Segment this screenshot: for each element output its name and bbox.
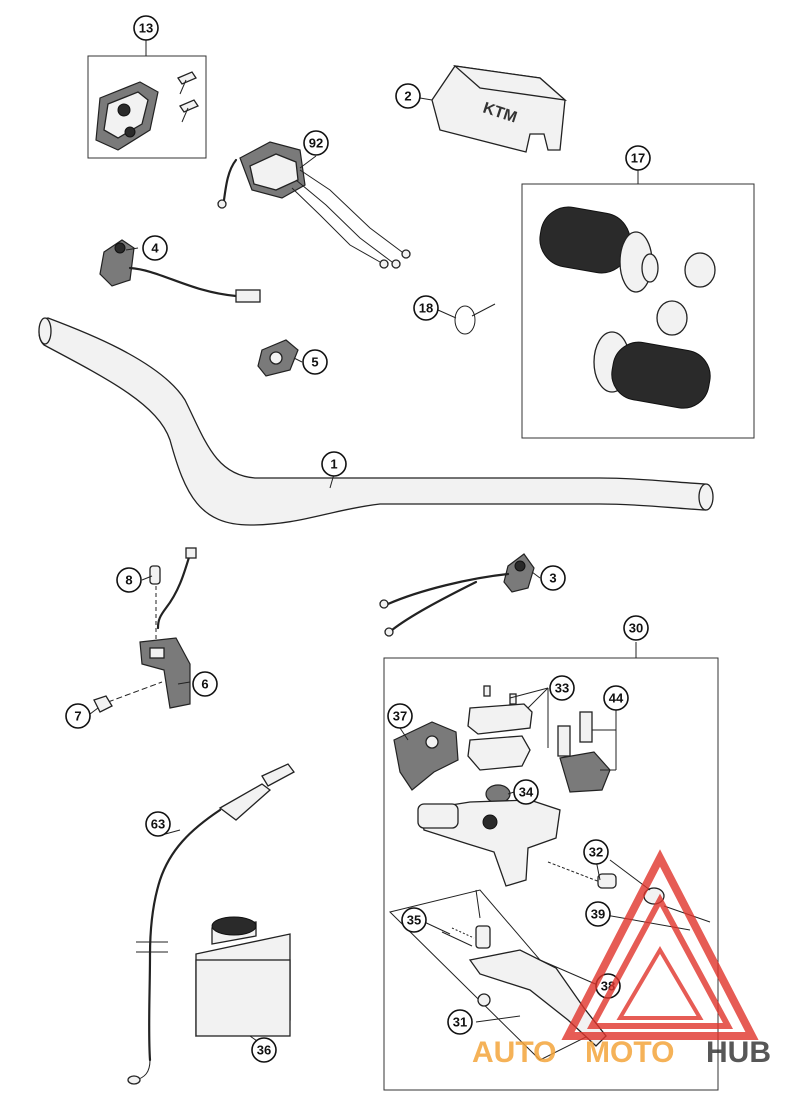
svg-text:17: 17: [631, 151, 645, 166]
svg-text:36: 36: [257, 1043, 271, 1058]
watermark-logo: [561, 849, 759, 1040]
svg-text:92: 92: [309, 136, 323, 151]
sensor-assembly: [93, 547, 197, 713]
watermark-text-moto: MOTO: [585, 1036, 674, 1069]
callout-6: 6: [192, 671, 218, 697]
svg-text:39: 39: [591, 907, 605, 922]
callout-3: 3: [540, 565, 566, 591]
clutch-master-cylinder: [389, 685, 711, 1061]
callout-37: 37: [387, 703, 413, 729]
svg-text:32: 32: [589, 845, 603, 860]
svg-text:8: 8: [125, 573, 132, 588]
clutch-hose: [127, 763, 295, 1085]
leader-lines: [89, 40, 691, 1047]
svg-text:6: 6: [201, 677, 208, 692]
callout-17: 17: [625, 145, 651, 171]
callout-18: 18: [413, 295, 439, 321]
watermark-text-auto: AUTO: [472, 1036, 556, 1069]
svg-text:35: 35: [407, 913, 421, 928]
svg-text:4: 4: [151, 241, 159, 256]
svg-text:31: 31: [453, 1015, 467, 1030]
callout-63: 63: [145, 811, 171, 837]
svg-text:33: 33: [555, 681, 569, 696]
kill-switch: [379, 553, 535, 637]
callout-32: 32: [583, 839, 609, 865]
callout-8: 8: [116, 567, 142, 593]
watermark-text-hub: HUB: [706, 1036, 771, 1069]
callout-13: 13: [133, 15, 159, 41]
svg-text:13: 13: [139, 21, 153, 36]
svg-text:7: 7: [74, 709, 81, 724]
throttle-housing: [217, 141, 411, 269]
svg-text:1: 1: [330, 457, 337, 472]
box-part-30: [383, 657, 719, 1091]
hydraulic-fluid-bottle: [195, 916, 291, 1037]
svg-text:34: 34: [519, 785, 534, 800]
svg-text:44: 44: [609, 691, 624, 706]
callout-44: 44: [603, 685, 629, 711]
callout-2: 2: [395, 83, 421, 109]
svg-text:3: 3: [549, 571, 556, 586]
callout-33: 33: [549, 675, 575, 701]
callout-36: 36: [251, 1037, 277, 1063]
svg-text:5: 5: [311, 355, 318, 370]
callout-30: 30: [623, 615, 649, 641]
svg-text:37: 37: [393, 709, 407, 724]
svg-text:63: 63: [151, 817, 165, 832]
callout-39: 39: [585, 901, 611, 927]
cable-tie: [454, 303, 496, 335]
callout-34: 34: [513, 779, 539, 805]
box-part-13: [87, 55, 207, 159]
callout-31: 31: [447, 1009, 473, 1035]
engine-switch: [99, 239, 261, 303]
callout-5: 5: [302, 349, 328, 375]
switch-clamp: [257, 339, 299, 377]
grip-set: [539, 206, 716, 409]
callout-1: 1: [321, 451, 347, 477]
callout-35: 35: [401, 907, 427, 933]
watermark-triangle-icon: [561, 849, 759, 1040]
handlebar-clamp: [95, 71, 199, 151]
callout-92: 92: [303, 130, 329, 156]
svg-text:30: 30: [629, 621, 643, 636]
callout-4: 4: [142, 235, 168, 261]
svg-text:2: 2: [404, 89, 411, 104]
handlebar: [38, 317, 714, 526]
svg-text:18: 18: [419, 301, 433, 316]
handlebar-pad: KTM: [431, 65, 568, 153]
callout-7: 7: [65, 703, 91, 729]
